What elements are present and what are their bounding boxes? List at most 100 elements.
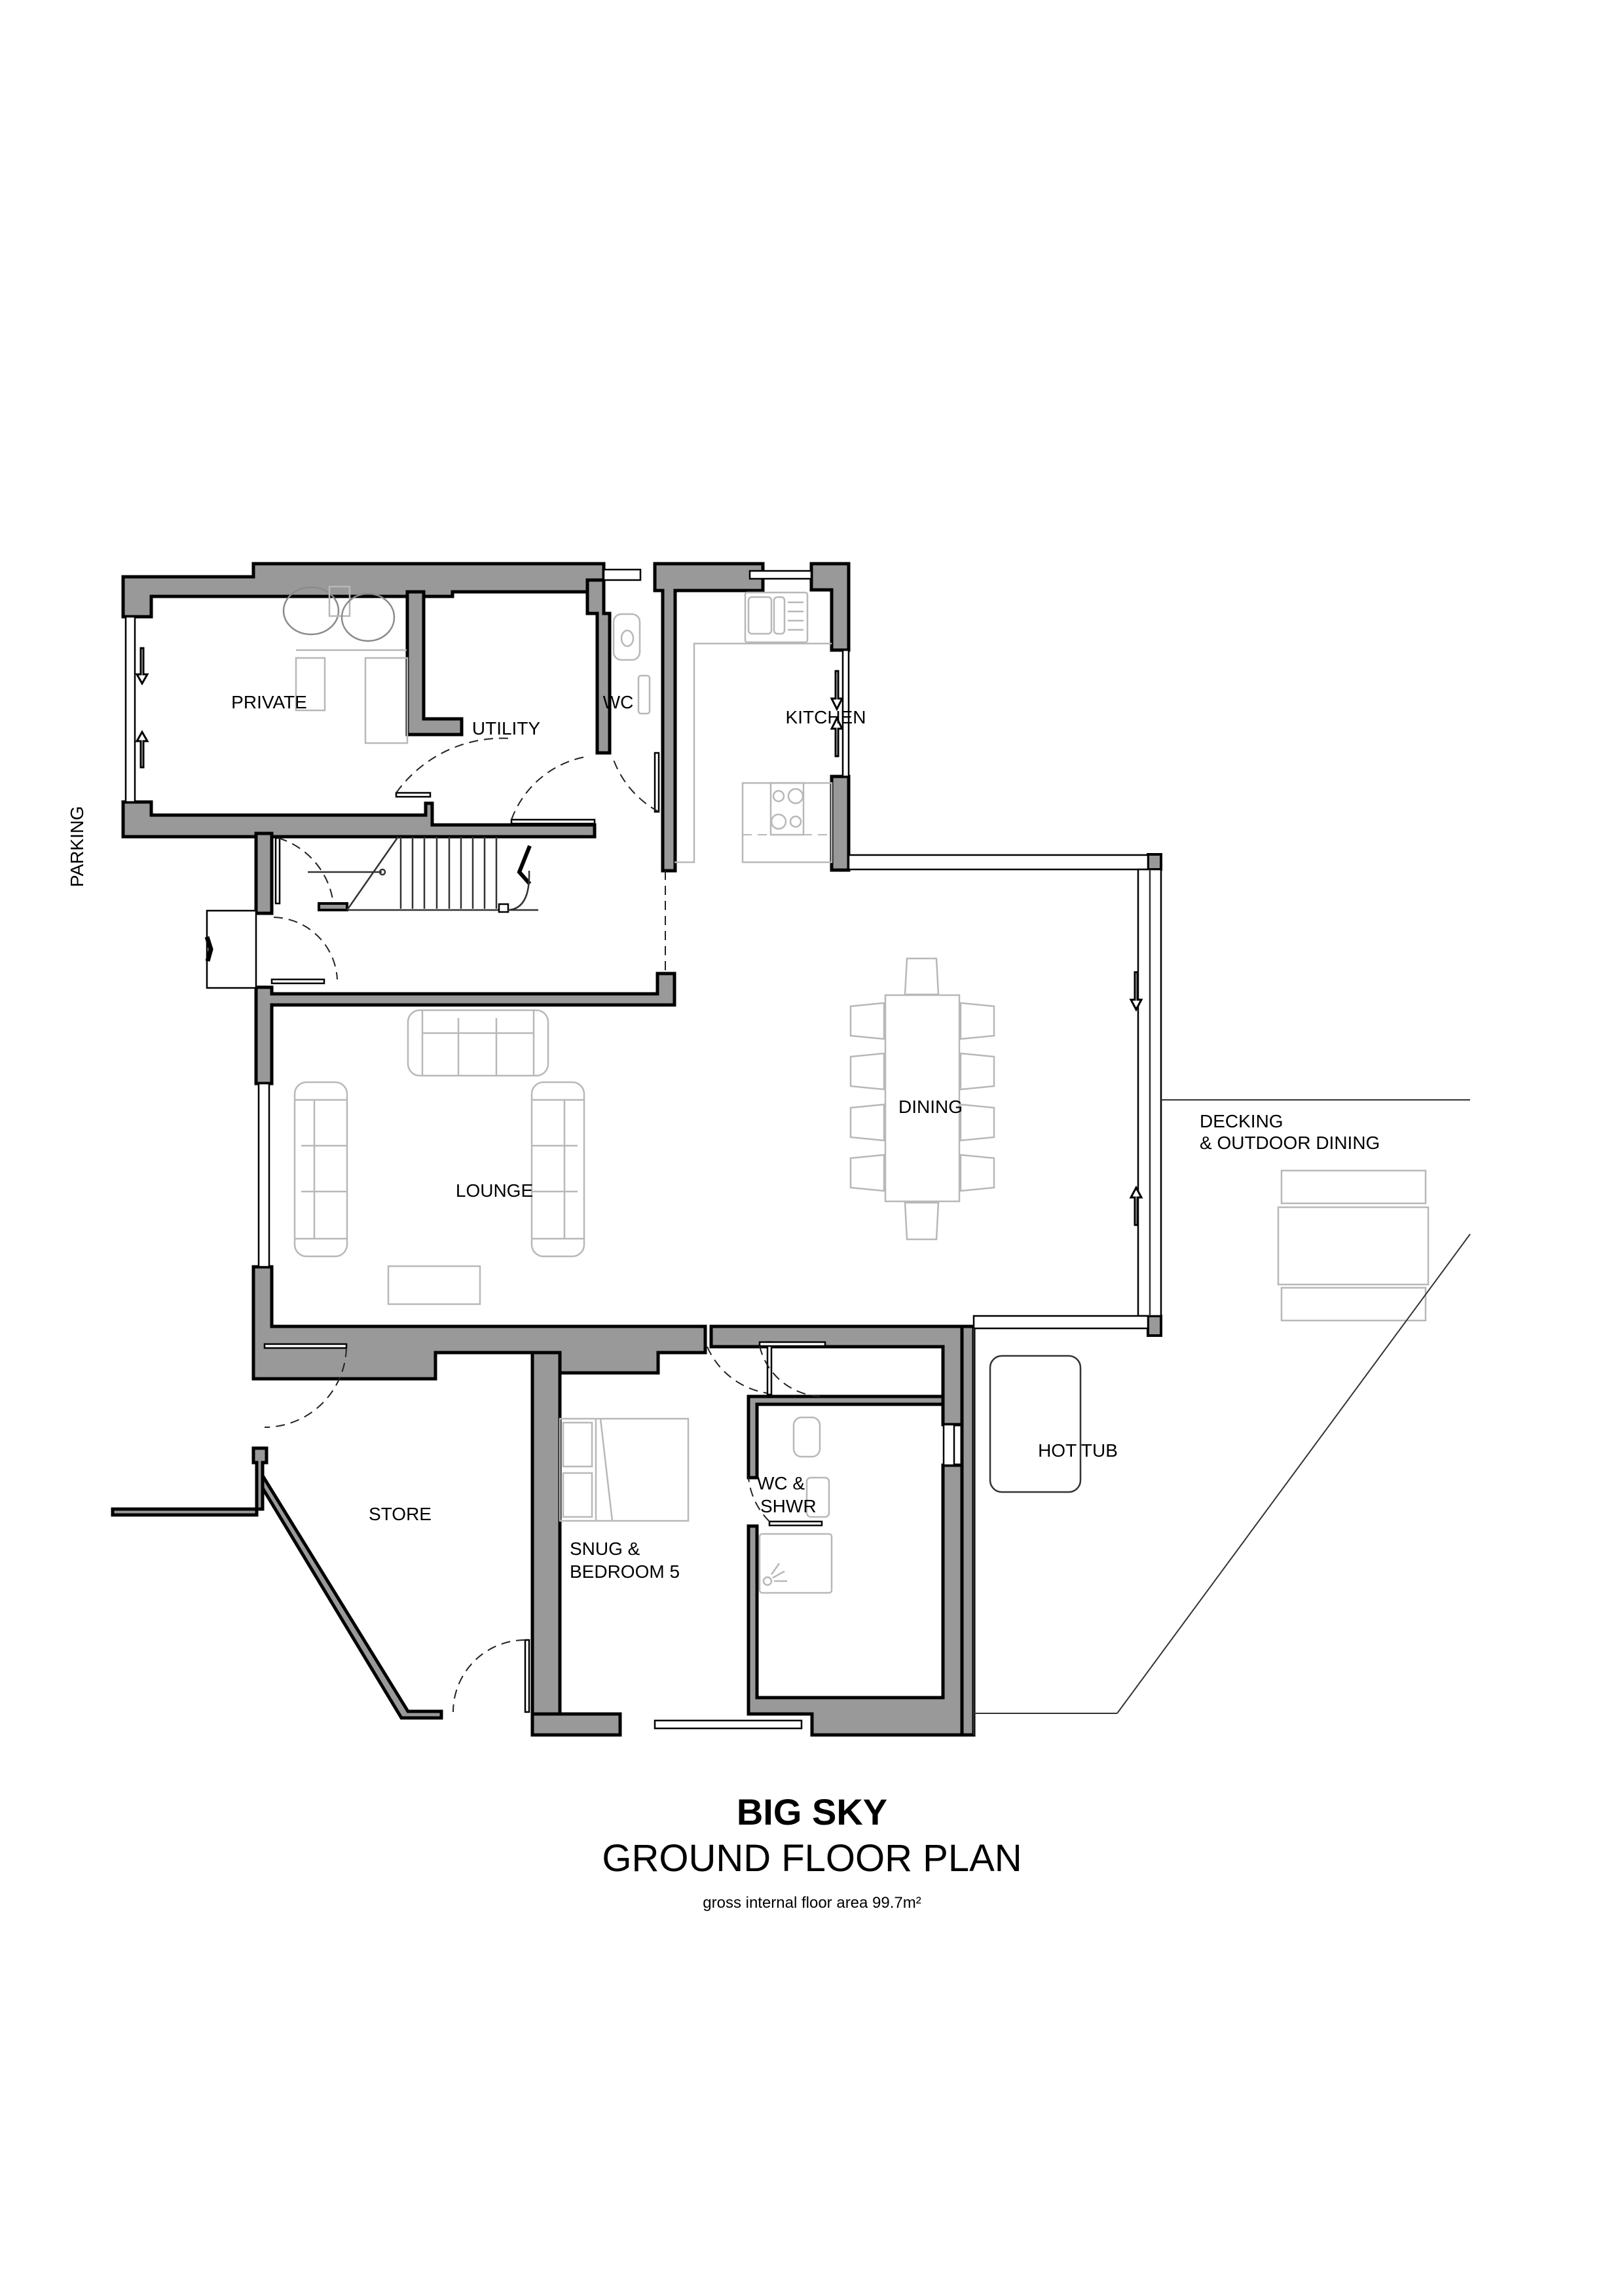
window-snug-bottom: [654, 1719, 803, 1730]
glazing-dining-bottom: [972, 1315, 1149, 1330]
hob-ring: [789, 815, 802, 828]
stair-direction-dot: [378, 868, 386, 876]
wall-lounge-bottom: [251, 1265, 707, 1381]
stair-newel: [498, 903, 509, 913]
basin: [805, 1476, 830, 1518]
site-lines: [973, 1099, 1471, 1735]
door-store-outer-swing: [264, 1347, 347, 1428]
shower-tray: [758, 1533, 833, 1594]
pillow: [562, 1421, 593, 1468]
wall-right-exterior: [960, 1324, 976, 1737]
hob-ring: [770, 813, 787, 830]
wall-kitchen-top-right: [809, 562, 851, 652]
sliding-arrow-icon: [135, 647, 149, 686]
kitchen-sink-bowl-1: [747, 596, 773, 635]
label-wcshwr-line2: SHWR: [760, 1496, 817, 1516]
outdoor-bench-bottom: [1280, 1286, 1427, 1322]
tumble-dryer: [341, 592, 396, 642]
wall-snug-left: [530, 1351, 562, 1737]
entrance-step: [206, 909, 257, 989]
door-store-inner-swing: [452, 1639, 526, 1713]
door-wcshwr-leaf: [768, 1520, 823, 1527]
kitchen-island: [741, 782, 833, 864]
wall-wc-right: [653, 562, 765, 873]
door-wc-swing: [612, 756, 659, 812]
door-store-outer-leaf: [263, 1343, 348, 1349]
label-private: PRIVATE: [231, 692, 307, 712]
wall-hall-left: [254, 831, 274, 915]
door-wc-leaf: [654, 752, 660, 813]
label-store: STORE: [369, 1504, 432, 1524]
shower-head: [762, 1563, 787, 1586]
sliding-arrow-icon: [1129, 971, 1143, 1012]
hob-ring: [787, 788, 804, 805]
door-private-swing: [396, 737, 511, 793]
stair-treads: [399, 837, 498, 909]
label-utility: UTILITY: [472, 718, 541, 738]
door-utility-leaf: [510, 818, 596, 825]
wall-utility-left: [405, 590, 464, 737]
sliding-arrow-icon: [830, 670, 844, 712]
hob-ring: [772, 790, 785, 803]
room-labels: PRIVATE UTILITY WC KITCHEN DINING LOUNGE…: [67, 692, 1380, 1582]
door-utility-swing: [511, 756, 590, 820]
wall-store-garden: [111, 1507, 259, 1517]
furniture: [282, 585, 1430, 1594]
wall-store-diagonal: [261, 1470, 443, 1720]
utility-cabinet-left: [295, 657, 326, 712]
wall-snug-bottom-left: [530, 1712, 622, 1737]
window-kitchen-right: [841, 649, 850, 778]
drawing-subtitle: GROUND FLOOR PLAN: [602, 1837, 1022, 1880]
door-cupboard-leaf: [274, 837, 281, 905]
walls: [111, 562, 1162, 1737]
windows: [124, 568, 1162, 1730]
bed-duvet-fold: [599, 1418, 614, 1522]
wall-store-post: [251, 1446, 268, 1511]
pillow: [562, 1472, 593, 1518]
window-private-left: [124, 615, 136, 803]
bed: [559, 1417, 690, 1522]
kitchen-hob: [769, 782, 805, 836]
sliding-arrow-icon: [135, 729, 149, 769]
door-front-leaf: [270, 978, 325, 985]
label-snug-line2: BEDROOM 5: [570, 1561, 680, 1582]
wall-kitchen-right-lower: [830, 774, 851, 872]
sofa-top: [407, 1009, 549, 1077]
wc-toilet-bowl: [620, 629, 635, 647]
toilet: [792, 1416, 821, 1458]
doors: [263, 737, 826, 1713]
staircase: [308, 836, 538, 913]
door-private-leaf: [395, 792, 432, 798]
label-parking: PARKING: [67, 806, 87, 887]
label-lounge: LOUNGE: [456, 1180, 533, 1201]
sliding-arrow-icon: [830, 716, 844, 757]
sofa-right: [530, 1081, 585, 1258]
utility-cabinet-right: [364, 657, 409, 744]
wc-toilet: [612, 613, 641, 661]
sofa-left: [293, 1081, 348, 1258]
wc-basin: [637, 674, 651, 715]
floor-area-note: gross internal floor area 99.7m²: [703, 1894, 921, 1912]
deck-edge-diagonal: [1116, 1233, 1471, 1714]
window-wc-top: [602, 568, 642, 581]
label-kitchen: KITCHEN: [786, 707, 866, 727]
kitchen-sink-bowl-2: [773, 596, 786, 635]
wall-dining-corner-post: [1147, 853, 1162, 871]
wall-wcshwr-left: [747, 1394, 945, 1480]
label-wcshwr-line1: WC &: [757, 1473, 805, 1493]
glazing-dining-top: [847, 854, 1149, 871]
stair-stringer-stub: [318, 902, 348, 911]
stair-up-chevron-icon: [517, 845, 532, 885]
window-lounge-left: [257, 1082, 270, 1268]
door-cupboard2-leaf: [758, 1341, 826, 1347]
label-decking-line1: DECKING: [1200, 1111, 1283, 1131]
label-hot-tub: HOT TUB: [1038, 1440, 1118, 1461]
door-front-swing: [273, 917, 338, 980]
wall-dining-bottom-post: [1147, 1315, 1162, 1337]
wall-utility-right: [585, 578, 612, 755]
washing-machine: [282, 586, 340, 636]
hot-tub: [989, 1355, 1082, 1493]
label-decking-line2: & OUTDOOR DINING: [1200, 1133, 1380, 1153]
sliding-arrow-icon: [1129, 1185, 1143, 1226]
door-snug-leaf: [766, 1341, 773, 1396]
